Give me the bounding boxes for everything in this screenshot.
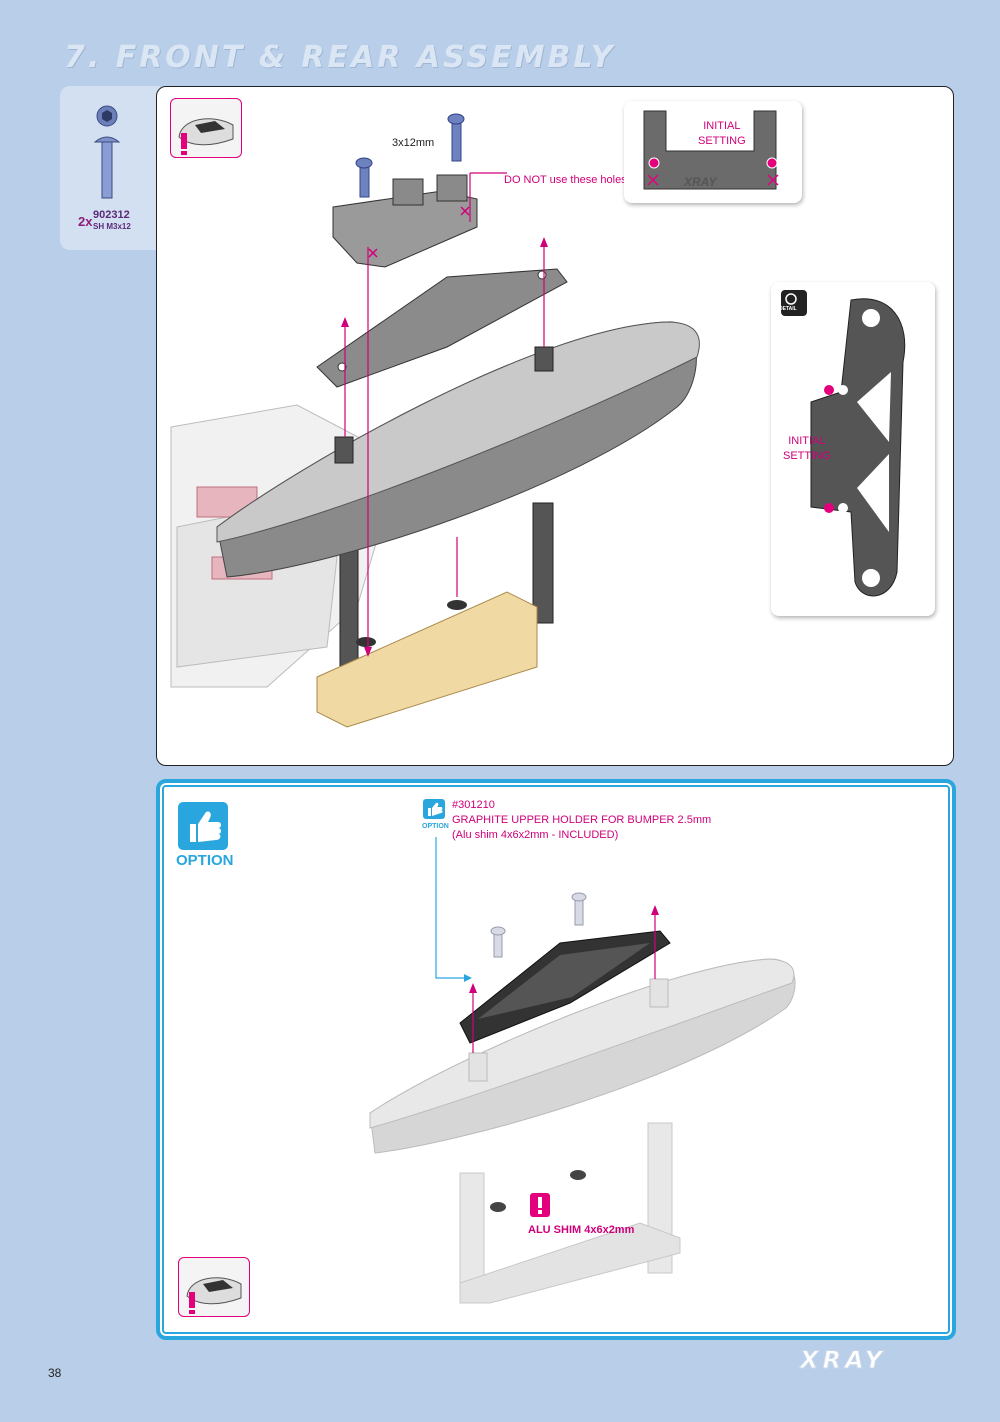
car-badge-top: [170, 98, 242, 158]
main-assembly-panel: [156, 86, 954, 766]
option-small-badge: [422, 798, 446, 822]
part-desc: SH M3x12: [93, 222, 131, 231]
option-part-info: #301210 GRAPHITE UPPER HOLDER FOR BUMPER…: [452, 798, 711, 843]
parts-quantity: 2x: [78, 214, 93, 229]
option-assembly-diagram: [369, 837, 796, 1304]
option-part-name: GRAPHITE UPPER HOLDER FOR BUMPER 2.5mm: [452, 814, 712, 826]
option-panel: [156, 779, 956, 1340]
detail-inset: DETAIL INITIAL SETTING: [771, 282, 935, 616]
initial-setting-label-top: INITIAL SETTING: [698, 119, 746, 149]
page-title: 7. FRONT & REAR ASSEMBLY: [64, 40, 616, 75]
warning-label: DO NOT use these holes.: [504, 174, 630, 186]
option-badge: [176, 800, 230, 872]
car-badge-bottom: [178, 1257, 250, 1317]
setting-word: SETTING: [783, 450, 831, 462]
initial-setting-label-detail: INITIAL SETTING: [783, 434, 831, 464]
parts-code: 902312 SH M3x12: [93, 210, 131, 232]
car-icon: [178, 118, 234, 155]
initial-setting-inset: XRAY INITIAL SETTING: [624, 101, 802, 203]
screw-size-label: 3x12mm: [392, 137, 435, 149]
brand-logo: XRAY: [799, 1346, 887, 1375]
option-label: OPTION: [176, 852, 234, 869]
holder-inset-diagram: [643, 110, 779, 190]
option-part-number: #301210: [452, 799, 495, 811]
detail-label: DETAIL: [779, 306, 797, 312]
car-icon: [186, 1277, 242, 1314]
initial-word: INITIAL: [703, 120, 741, 132]
holder-brand: XRAY: [684, 175, 717, 189]
detail-holder-diagram: [781, 290, 906, 597]
option-small-label: OPTION: [422, 823, 449, 830]
initial-word: INITIAL: [788, 435, 826, 447]
part-number: 902312: [93, 209, 130, 221]
setting-word: SETTING: [698, 135, 746, 147]
main-assembly-diagram: [170, 113, 700, 728]
thumbs-up-small-icon: [423, 799, 445, 819]
option-part-note: (Alu shim 4x6x2mm - INCLUDED): [452, 829, 619, 841]
thumbs-up-icon: [178, 802, 228, 850]
parts-box: 2x 902312 SH M3x12: [60, 86, 160, 250]
shim-label: ALU SHIM 4x6x2mm: [528, 1224, 635, 1236]
screw-icon: [93, 105, 121, 199]
page-number: 38: [48, 1366, 62, 1380]
